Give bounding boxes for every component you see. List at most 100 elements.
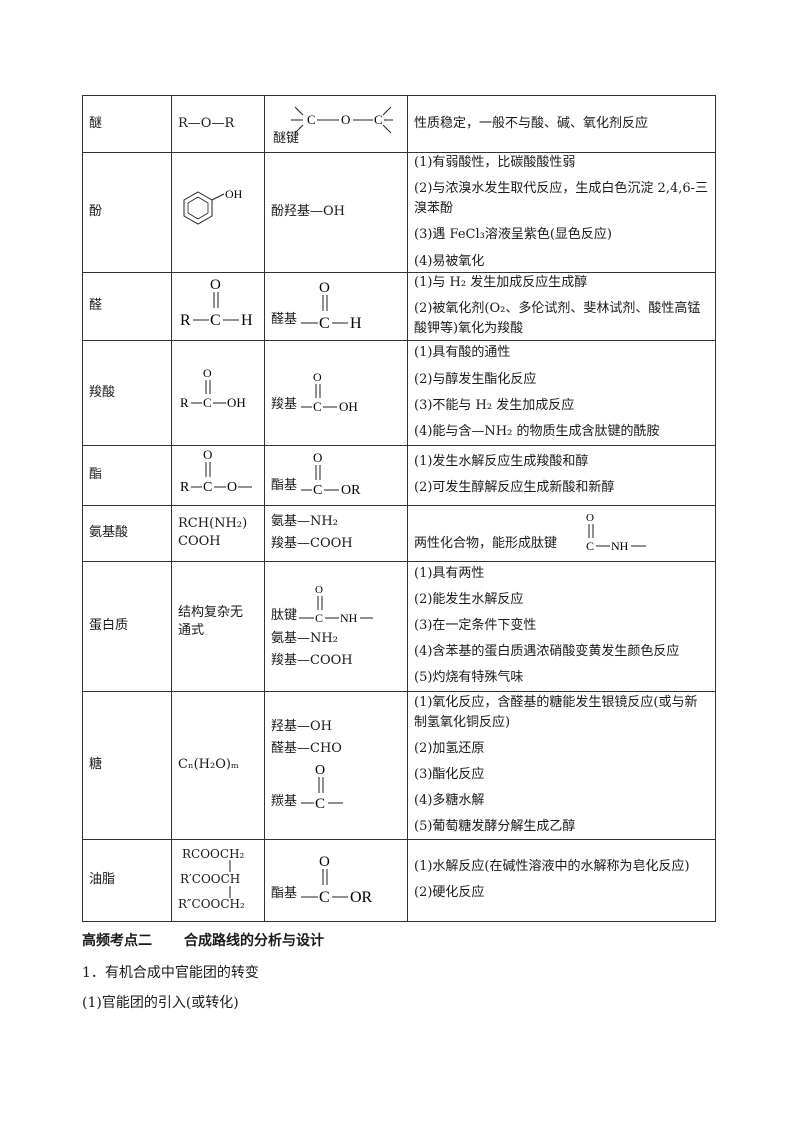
svg-text:O: O [313,450,322,465]
properties: (1)具有酸的通性 (2)与醇发生酯化反应 (3)不能与 H₂ 发生加成反应 (… [407,339,716,446]
svg-text:O: O [313,370,322,384]
group-line: 羧基—COOH [271,536,353,552]
table-row: 酚 OH 酚羟基—OH (1)有弱酸性，比碳酸酸性弱 (2)与浓溴水发生取代反应… [82,152,716,273]
property-line: (2)硬化反应 [414,885,485,901]
svg-text:O: O [319,854,330,870]
property-line: (4)含苯基的蛋白质遇浓硝酸变黄发生颜色反应 [414,644,680,660]
property-line: (5)葡萄糖发酵分解生成乙醇 [414,819,576,835]
properties: (1)与 H₂ 发生加成反应生成醇 (2)被氧化剂(O₂、多伦试剂、斐林试剂、酸… [407,271,716,341]
general-formula: RCH(NH₂)COOH [171,504,265,562]
group-line: 氨基—NH₂ [271,514,338,530]
svg-text:R: R [180,480,190,495]
functional-group: 羟基—OH 醛基—CHO 羰基 O C [264,690,408,840]
general-formula: R—O—R [171,95,265,153]
property-line: (3)不能与 H₂ 发生加成反应 [414,397,575,413]
general-formula: Cₙ(H₂O)ₘ [171,690,265,840]
svg-text:OR: OR [350,889,373,906]
ether-bond-structure: C O C [291,106,393,134]
compound-name: 醚 [82,95,172,153]
carbonyl-group-structure: O C [301,763,343,812]
property-line: (3)酯化反应 [414,767,485,783]
table-row: 氨基酸 RCH(NH₂)COOH 氨基—NH₂ 羧基—COOH 两性化合物，能形… [82,504,716,562]
functional-group: 氨基—NH₂ 羧基—COOH [264,504,408,562]
property-line: (1)与 H₂ 发生加成反应生成醇 [414,274,588,290]
table-row: 酯 O R C O 酯基 O C [82,444,716,506]
svg-text:C: C [313,399,322,414]
svg-text:C: C [203,480,212,495]
properties: (1)具有两性 (2)能发生水解反应 (3)在一定条件下变性 (4)含苯基的蛋白… [407,560,716,692]
property-line: (2)与浓溴水发生取代反应，生成白色沉淀 2,4,6-三溴苯酚 [414,181,709,217]
svg-text:O: O [319,280,330,296]
svg-text:C: C [315,796,325,812]
peptide-bond-structure: O C NH [299,584,373,625]
svg-text:C: C [319,315,330,332]
group-label: 肽键 [271,608,298,624]
svg-text:C: C [374,112,383,127]
table-row: 醚 R—O—R C O C 醚键 [82,95,716,153]
section-item: 1．有机合成中官能团的转变 [82,965,259,981]
svg-text:NH: NH [611,539,629,553]
functional-group: 肽键 O C NH 氨基—NH₂ 羧基—COOH [264,560,408,692]
functional-group: 醛基 O C H [264,271,408,341]
properties: (1)有弱酸性，比碳酸酸性弱 (2)与浓溴水发生取代反应，生成白色沉淀 2,4,… [407,152,716,273]
table-row: 羧酸 O R C OH 羧基 O C [82,339,716,446]
svg-text:O: O [227,480,237,495]
compound-name: 蛋白质 [82,560,172,692]
group-label: 羰基 [271,794,298,810]
compound-name: 氨基酸 [82,504,172,562]
functional-group: 羧基 O C OH [264,339,408,446]
property-line: (1)具有两性 [414,565,485,581]
svg-text:C: C [586,539,594,553]
group-label: 酯基 [271,478,298,494]
properties: 两性化合物，能形成肽键 O C NH [407,504,716,562]
compound-name: 羧酸 [82,339,172,446]
formula-text: 结构复杂无通式 [178,604,244,638]
property-line: (4)能与含—NH₂ 的物质生成含肽键的酰胺 [414,423,660,439]
peptide-bond-structure: O C NH [586,512,646,553]
general-formula: RCOOCH₂ R′COOCH R″COOCH₂ [171,838,265,922]
group-line: 氨基—NH₂ [271,631,338,647]
property-line: (1)氧化反应，含醛基的糖能发生银镜反应(或与新制氢氧化铜反应) [414,694,698,730]
table-row: 醛 O R C H 醛基 O C [82,271,716,341]
svg-text:O: O [203,447,212,462]
property-line: (5)灼烧有特殊气味 [414,670,524,686]
svg-text:O: O [315,763,325,778]
carboxyl-group-structure: O C OH [301,370,358,414]
property-line: (4)易被氧化 [414,253,485,269]
property-line: (3)遇 FeCl₃溶液呈紫色(显色反应) [414,227,613,243]
group-line: 羧基—COOH [271,653,353,669]
functional-group: 酯基 O C OR [264,444,408,506]
triglyceride-structure: RCOOCH₂ R′COOCH R″COOCH₂ [178,847,245,912]
svg-text:O: O [341,112,350,127]
compound-name: 糖 [82,690,172,840]
property-line: (1)有弱酸性，比碳酸酸性弱 [414,155,576,170]
properties: (1)发生水解反应生成羧酸和醇 (2)可发生醇解反应生成新酸和新醇 [407,444,716,506]
svg-text:OR: OR [341,483,361,498]
group-label: 酯基 [271,886,298,902]
svg-text:O: O [203,366,212,380]
section-heading: 高频考点二合成路线的分析与设计 [82,930,324,950]
property-line: (2)能发生水解反应 [414,591,524,607]
section-subitem: (1)官能团的引入(或转化) [82,995,239,1011]
compound-name: 醛 [82,271,172,341]
table-row: 糖 Cₙ(H₂O)ₘ 羟基—OH 醛基—CHO 羰基 O C (1)氧化反应，含… [82,690,716,840]
svg-text:C: C [313,483,322,498]
general-formula: O R C O [171,444,265,506]
svg-text:C: C [315,611,323,625]
group-line: 羟基—OH [271,719,332,735]
svg-text:R: R [180,312,191,329]
general-formula: O R C OH [171,339,265,446]
oh-label: OH [225,187,243,201]
svg-text:C: C [319,889,330,906]
compound-name: 油脂 [82,838,172,922]
svg-text:R: R [180,395,189,410]
carboxylic-acid-structure: O R C OH [180,366,246,410]
ester-structure: O R C O [180,447,252,495]
aldehyde-group-structure: O C H [301,280,362,332]
section-title: 高频考点二 [82,933,152,949]
general-formula: OH [171,152,265,273]
svg-text:O: O [315,584,323,596]
phenol-ring-structure: OH [183,187,243,225]
svg-text:H: H [350,315,362,332]
svg-text:OH: OH [227,395,246,410]
